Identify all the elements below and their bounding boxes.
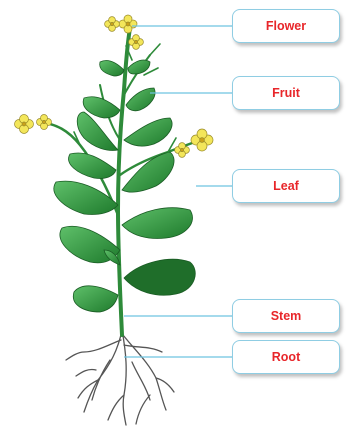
label-flower: Flower	[232, 9, 340, 43]
label-leaf: Leaf	[232, 169, 340, 203]
label-stem: Stem	[232, 299, 340, 333]
root-system	[66, 330, 174, 425]
label-root: Root	[232, 340, 340, 374]
label-fruit: Fruit	[232, 76, 340, 110]
flowers	[15, 15, 214, 157]
